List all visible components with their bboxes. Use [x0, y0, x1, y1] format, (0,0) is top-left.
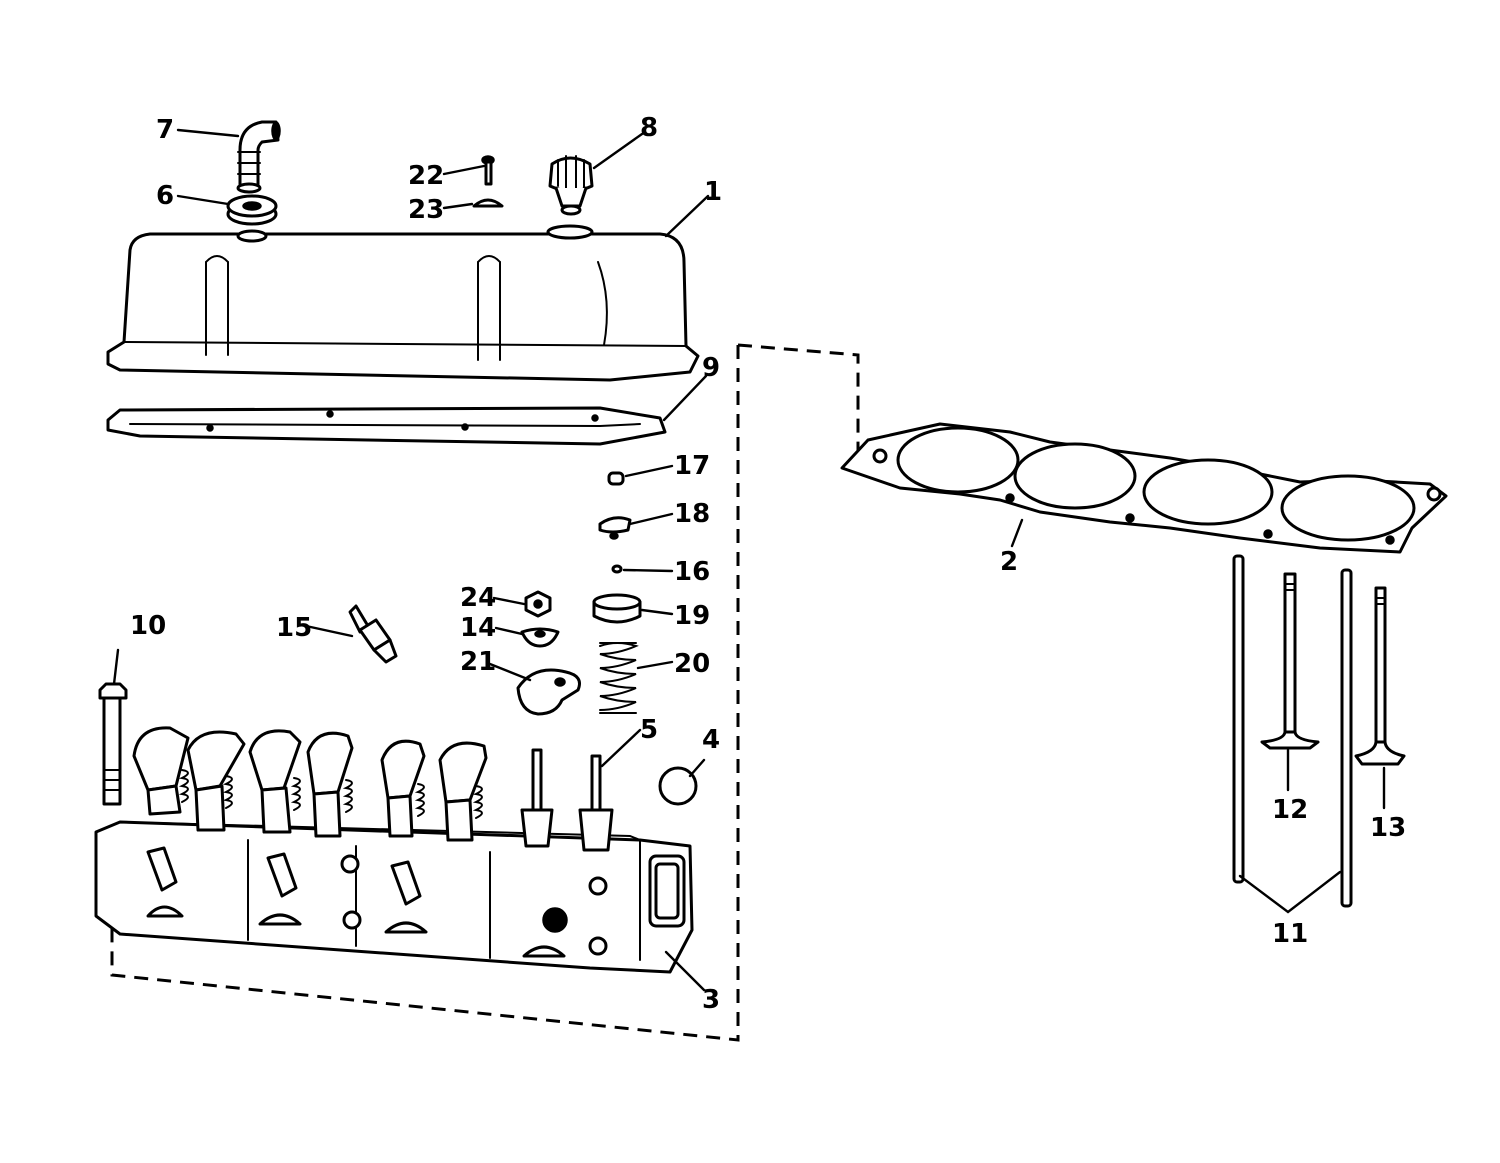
valve-spring: [599, 642, 639, 714]
callout-2: 2: [1000, 547, 1018, 577]
leader-2: [1010, 518, 1024, 548]
callout-21: 21: [460, 647, 496, 677]
leader-10: [112, 648, 120, 686]
callout-23: 23: [408, 195, 444, 225]
leader-21: [488, 662, 532, 682]
cover-clip: [472, 198, 504, 208]
leader-7: [176, 128, 240, 138]
leader-20: [636, 660, 674, 670]
callout-12: 12: [1272, 795, 1308, 825]
rocker-arm: [516, 668, 581, 716]
leader-17: [624, 464, 674, 478]
leader-22: [442, 164, 486, 176]
leader-3: [664, 950, 706, 992]
oil-filler-cap: [548, 155, 594, 216]
leader-11: [1238, 870, 1342, 914]
callout-24: 24: [460, 583, 496, 613]
valve-cap: [607, 471, 625, 486]
leader-5: [600, 728, 642, 768]
callout-15: 15: [276, 613, 312, 643]
valve-rotator: [598, 516, 632, 540]
callout-20: 20: [674, 649, 710, 679]
head-rocker-arms: [132, 726, 488, 842]
pushrods: [1232, 554, 1353, 908]
assembly-outline: [110, 343, 860, 1042]
rocker-cover: [106, 224, 700, 382]
rocker-ball: [520, 627, 560, 648]
expansion-plug: [658, 766, 698, 806]
rocker-nut: [524, 590, 552, 618]
breather-grommet: [226, 194, 278, 226]
rocker-cover-gasket: [106, 406, 667, 446]
breather-elbow: [236, 120, 281, 194]
intake-valve: [1260, 572, 1320, 750]
head-gasket: [840, 422, 1448, 554]
valve-spring-cap: [592, 593, 642, 624]
leader-23: [442, 202, 474, 210]
leader-6: [176, 194, 230, 206]
leader-16: [622, 568, 674, 573]
cover-screw: [481, 155, 495, 186]
callout-18: 18: [674, 499, 710, 529]
leader-1: [664, 194, 710, 238]
valve-seal-ring: [611, 564, 623, 574]
spark-plug: [348, 604, 398, 664]
callout-6: 6: [156, 181, 174, 211]
callout-14: 14: [460, 613, 496, 643]
callout-5: 5: [640, 715, 658, 745]
callout-1: 1: [704, 177, 722, 207]
callout-3: 3: [702, 985, 720, 1015]
leader-lines: [112, 128, 1386, 992]
callout-19: 19: [674, 601, 710, 631]
callout-4: 4: [702, 725, 720, 755]
leader-14: [494, 626, 524, 636]
callout-22: 22: [408, 161, 444, 191]
head-bolt: [98, 682, 128, 806]
callout-10: 10: [130, 611, 166, 641]
leader-9: [662, 374, 708, 422]
callout-11: 11: [1272, 919, 1308, 949]
callout-labels: 1 2 3 4 5 6 7 8 9 10 11 12 13 14 15 16 1…: [130, 113, 1406, 1015]
callout-16: 16: [674, 557, 710, 587]
leader-18: [628, 512, 674, 526]
leader-8: [592, 132, 644, 170]
callout-7: 7: [156, 115, 174, 145]
leader-19: [640, 608, 674, 616]
callout-8: 8: [640, 113, 658, 143]
leader-24: [492, 596, 526, 606]
leader-4: [688, 758, 706, 778]
leader-15: [304, 624, 354, 638]
exhaust-valve: [1354, 586, 1406, 766]
callout-17: 17: [674, 451, 710, 481]
cylinder-head: [94, 726, 694, 974]
callout-9: 9: [702, 353, 720, 383]
callout-13: 13: [1370, 813, 1406, 843]
